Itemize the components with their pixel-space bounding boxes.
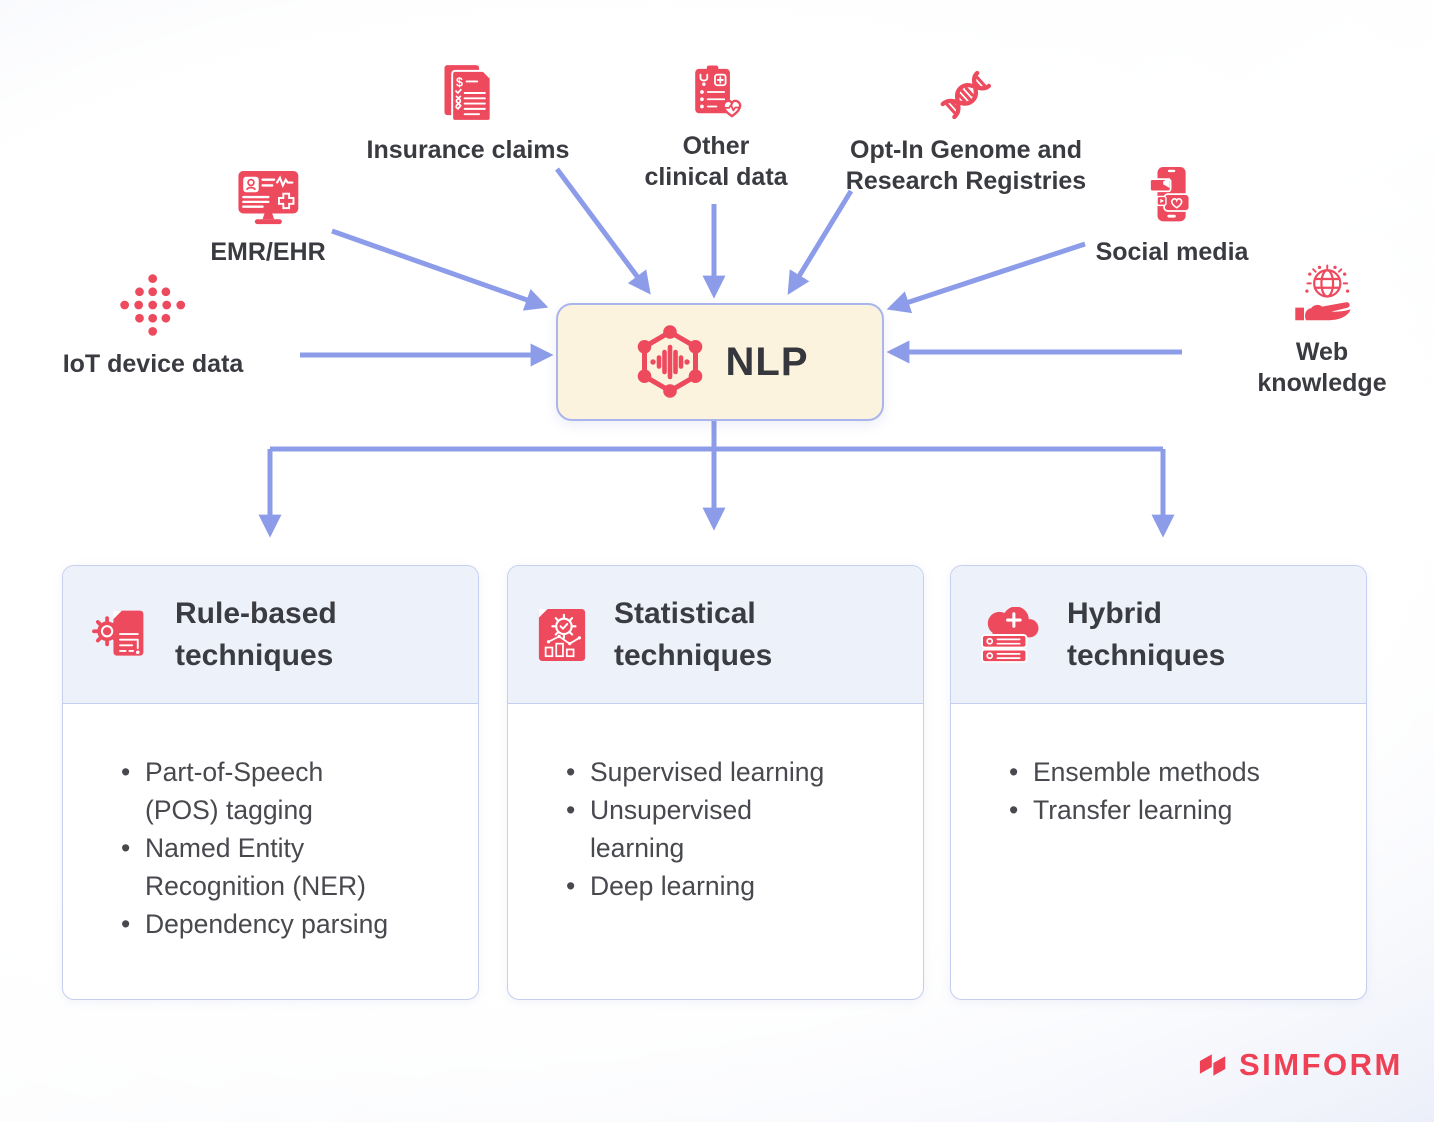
gear-document-icon: [92, 610, 144, 656]
card-header: Statistical techniques: [508, 566, 923, 704]
nlp-label: NLP: [725, 339, 809, 384]
dna-icon: [940, 70, 992, 120]
simform-logo: SIMFORM: [1192, 1044, 1403, 1086]
card-header: Hybrid techniques: [951, 566, 1366, 704]
source-label-genome-registries: Opt-In Genome and Research Registries: [845, 136, 1087, 195]
source-social-media: Social media: [1095, 166, 1249, 268]
list-item: Unsupervised learning: [564, 792, 903, 868]
simform-logo-icon: [1199, 1047, 1226, 1083]
svg-text:$: $: [456, 75, 463, 89]
card-statistical-techniques: Statistical techniques Supervised learni…: [507, 565, 924, 1000]
nlp-hub: NLP: [556, 303, 884, 421]
card-hybrid-techniques: Hybrid techniques Ensemble methods Trans…: [950, 565, 1367, 1000]
source-iot-device-data: IoT device data: [62, 272, 244, 380]
source-label-emr-ehr: EMR/EHR: [210, 238, 326, 266]
card-title-statistical: Statistical techniques: [614, 596, 773, 672]
card-header: Rule-based techniques: [63, 566, 478, 704]
card-item-list: Part-of-Speech (POS) tagging Named Entit…: [63, 704, 478, 943]
source-genome-registries: Opt-In Genome and Research Registries: [846, 66, 1086, 197]
card-item-list: Supervised learning Unsupervised learnin…: [508, 704, 923, 906]
insurance-claims-document-icon: $: [444, 65, 493, 122]
social-media-phone-icon: [1149, 166, 1191, 222]
card-item-list: Ensemble methods Transfer learning: [951, 704, 1366, 830]
web-globe-hand-icon: [1294, 264, 1351, 321]
source-emr-ehr: EMR/EHR: [210, 170, 326, 268]
source-other-clinical-data: Other clinical data: [644, 64, 788, 193]
source-label-iot-device-data: IoT device data: [62, 350, 244, 378]
nlp-network-icon: [637, 325, 702, 398]
card-rule-based-techniques: Rule-based techniques Part-of-Speech (PO…: [62, 565, 479, 1000]
source-label-insurance-claims: Insurance claims: [366, 136, 570, 164]
list-item: Transfer learning: [1007, 792, 1346, 830]
card-title-hybrid: Hybrid techniques: [1067, 596, 1226, 672]
list-item: Named Entity Recognition (NER): [119, 830, 458, 906]
list-item: Dependency parsing: [119, 906, 458, 944]
card-title-rule-based: Rule-based techniques: [175, 596, 337, 672]
list-item: Ensemble methods: [1007, 754, 1346, 792]
list-item: Part-of-Speech (POS) tagging: [119, 754, 458, 830]
source-label-other-clinical-data: Other clinical data: [644, 132, 788, 191]
list-item: Deep learning: [564, 868, 903, 906]
iot-dots-icon: [120, 274, 186, 336]
list-item: Supervised learning: [564, 754, 903, 792]
simform-wordmark: SIMFORM: [1239, 1047, 1403, 1082]
source-web-knowledge: Web knowledge: [1257, 264, 1387, 399]
clinical-clipboard-heart-icon: [694, 65, 741, 118]
source-label-web-knowledge: Web knowledge: [1257, 338, 1387, 397]
emr-monitor-icon: [238, 170, 298, 225]
gear-chart-document-icon: [538, 608, 586, 661]
source-insurance-claims: $ Insurance claims: [366, 62, 570, 166]
source-label-social-media: Social media: [1095, 238, 1249, 266]
cloud-server-icon: [981, 606, 1039, 663]
